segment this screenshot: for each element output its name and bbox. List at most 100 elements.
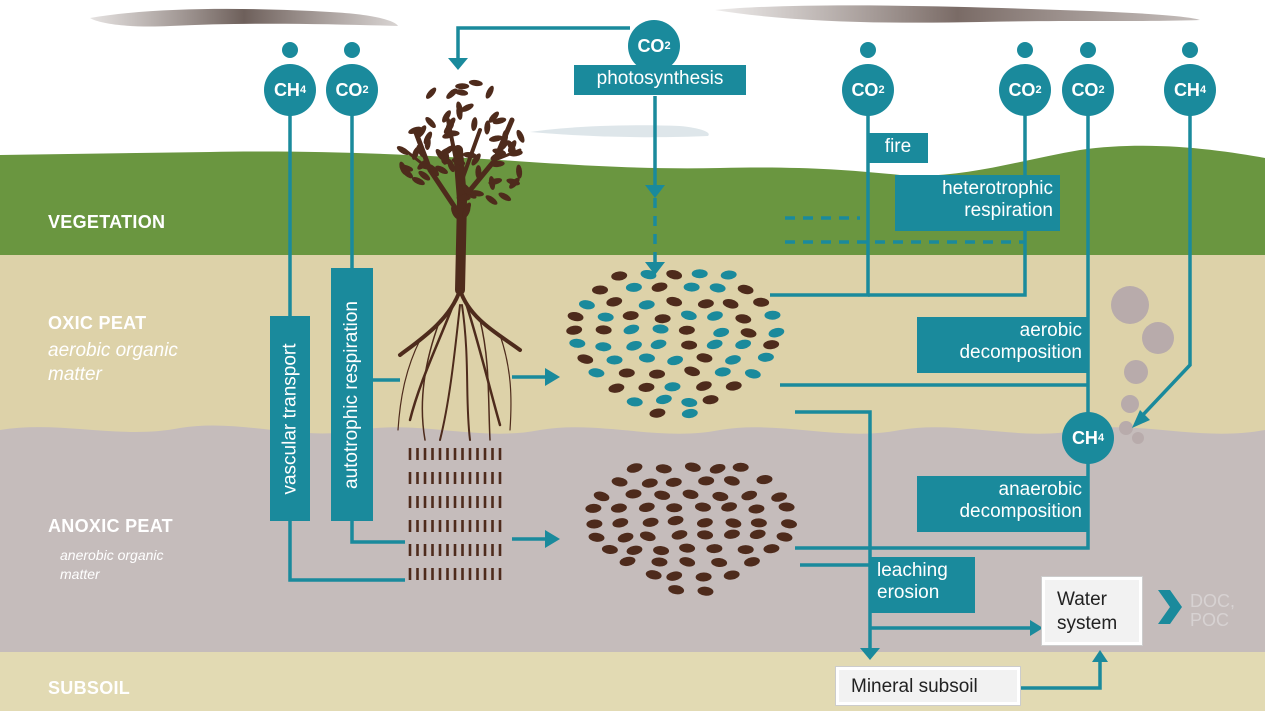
label-text: vascular transport	[279, 342, 301, 495]
organic-particle	[610, 503, 627, 513]
organic-particle	[702, 395, 719, 405]
gas-formula: CO	[851, 79, 879, 100]
organic-particle	[684, 366, 700, 377]
organic-particle	[681, 397, 698, 408]
organic-particle	[619, 556, 636, 567]
organic-particle	[666, 503, 683, 513]
organic-particle	[678, 325, 695, 335]
organic-particle	[712, 491, 729, 502]
organic-particle	[778, 502, 795, 512]
gas-subscript: 4	[1199, 84, 1207, 96]
vegetation-band	[0, 145, 1265, 260]
tree-leaf	[471, 153, 481, 166]
organic-particle	[763, 340, 780, 350]
tree-leaf	[488, 111, 499, 123]
organic-particle	[735, 339, 752, 350]
label-line: decomposition	[959, 342, 1082, 363]
organic-particle	[665, 477, 682, 487]
tree-leaf	[396, 146, 410, 155]
organic-particle	[666, 296, 683, 307]
tree-leaf	[485, 195, 498, 205]
doc-poc-output: DOC, POC	[1190, 592, 1235, 630]
layer-label-subsoil: SUBSOIL	[48, 678, 131, 698]
organic-particle	[713, 327, 730, 338]
tree-leaf	[455, 83, 470, 90]
tree-leaf	[516, 129, 525, 143]
gas-subscript: 2	[664, 40, 671, 52]
organic-particle	[740, 328, 757, 338]
organic-particle	[737, 545, 754, 555]
layer-label-oxic-peat: OXIC PEAT	[48, 313, 147, 333]
tree-leaf	[490, 160, 505, 168]
gas-subscript: 2	[1035, 84, 1042, 96]
organic-particle	[593, 491, 610, 502]
tree-leaf	[401, 168, 413, 179]
organic-particle	[711, 557, 728, 568]
label-aerobic-decomposition: aerobic decomposition	[917, 317, 1089, 373]
tree-leaf	[468, 79, 483, 87]
organic-particle	[679, 543, 696, 553]
tree-leaf	[408, 126, 422, 134]
organic-particle	[679, 557, 696, 567]
organic-particle	[748, 504, 765, 514]
organic-particle	[750, 518, 767, 528]
organic-particle	[744, 557, 760, 567]
organic-particle	[709, 463, 726, 474]
output-line2: POC	[1190, 610, 1230, 630]
label-leaching-erosion: leaching erosion	[870, 557, 975, 613]
organic-particle	[645, 570, 662, 580]
organic-particle	[724, 476, 740, 486]
organic-particle	[592, 285, 609, 295]
tree-leaf	[435, 165, 448, 175]
organic-particle	[725, 381, 742, 391]
organic-particle	[696, 518, 713, 528]
organic-particle	[655, 464, 672, 474]
organic-particle	[706, 544, 723, 554]
organic-particle	[611, 477, 628, 487]
label-line: aerobic	[1019, 320, 1082, 341]
organic-particle	[618, 368, 635, 378]
tree-leaf	[411, 177, 425, 186]
tree-leaf	[442, 131, 456, 139]
organic-particle	[625, 282, 642, 292]
gas-subscript: 4	[1097, 432, 1105, 444]
organic-particle	[720, 270, 737, 280]
label-photosynthesis: photosynthesis	[574, 65, 746, 95]
organic-particle	[638, 382, 655, 392]
organic-particle	[732, 462, 749, 472]
tree-leaf	[456, 194, 471, 201]
tree-leaf	[456, 101, 463, 116]
organic-particle	[691, 269, 708, 279]
organic-particle	[567, 311, 584, 322]
organic-particle	[737, 284, 754, 295]
organic-particle	[722, 299, 739, 309]
organic-particle	[771, 492, 787, 502]
organic-particle	[585, 503, 602, 513]
label-vascular-transport: vascular transport	[270, 316, 310, 521]
tree-leaf	[516, 164, 523, 179]
organic-particle	[694, 502, 711, 512]
organic-particle	[721, 502, 738, 512]
organic-particle	[588, 532, 605, 542]
organic-particle	[668, 585, 685, 595]
tree-leaf	[445, 117, 456, 130]
organic-particle	[588, 368, 605, 378]
organic-particle	[707, 311, 723, 321]
organic-particle	[680, 310, 697, 321]
organic-particle	[666, 571, 683, 581]
organic-particle	[612, 518, 629, 528]
organic-particle	[626, 545, 643, 555]
gas-formula: CO	[335, 79, 363, 100]
water-line1: Water	[1057, 589, 1107, 610]
organic-particle	[578, 300, 595, 310]
organic-particle	[744, 369, 761, 379]
label-line: heterotrophic	[942, 178, 1053, 199]
organic-particle	[764, 310, 781, 320]
water-system-box: Water system	[1041, 576, 1143, 646]
tree-leaf	[447, 158, 455, 173]
tree-leaf	[488, 178, 503, 185]
cloud-right	[715, 5, 1200, 23]
